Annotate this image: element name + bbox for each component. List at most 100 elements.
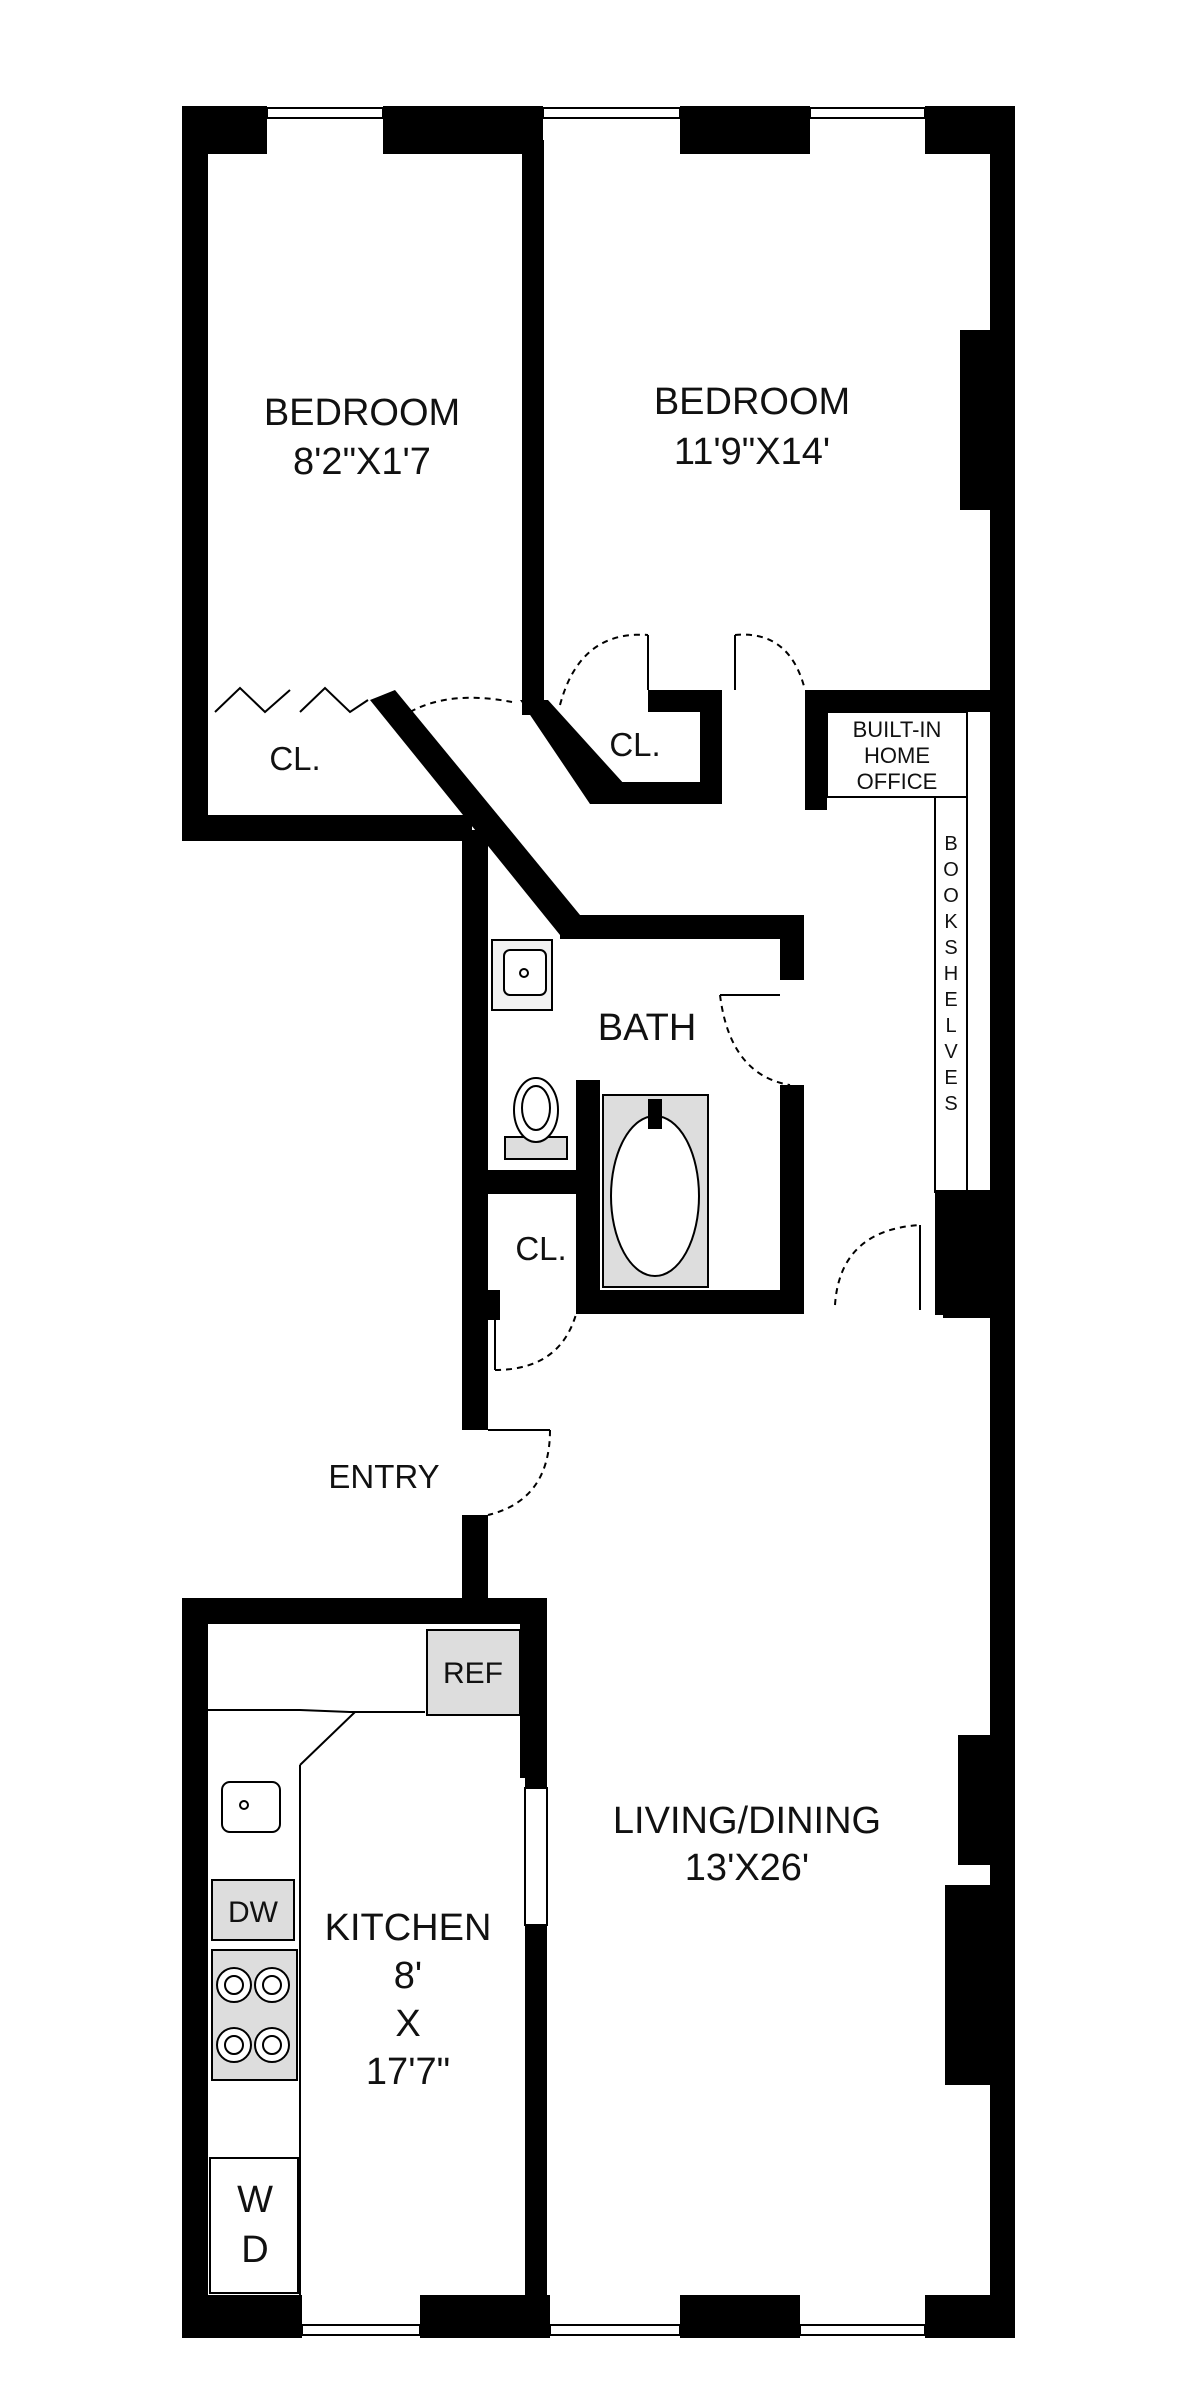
wall-entry-stub	[462, 1515, 488, 1605]
wall-bottom-1	[182, 2295, 302, 2338]
range-burners	[216, 1967, 290, 2063]
wall-bath-left	[462, 830, 488, 1190]
refrigerator-label: REF	[443, 1657, 503, 1690]
room-labels: BEDROOM 8'2"X1'7 BEDROOM 11'9"X14' CL. C…	[228, 381, 959, 2271]
dryer-label: D	[241, 2229, 268, 2271]
bookshelves-letter: L	[945, 1015, 956, 1037]
door-bedroom-right-swing	[559, 633, 649, 706]
bookshelves-letter: O	[943, 859, 959, 881]
wall-bath-inner	[576, 1080, 600, 1310]
kitchen-dim-x: X	[395, 2003, 420, 2045]
closet-bedroom-right-label: CL.	[609, 726, 660, 763]
door-closet-right-swing	[734, 633, 806, 691]
wall-diagonal-upper	[520, 700, 625, 804]
wall-bedroom-bottom	[182, 815, 472, 841]
wall-bath-right-upper	[780, 915, 804, 980]
bookshelves-letter: H	[944, 963, 958, 985]
wall-kitchen-top	[182, 1598, 547, 1624]
burner-2-inner	[262, 1975, 282, 1995]
doors	[214, 633, 921, 1516]
bathtub-faucet	[648, 1099, 662, 1129]
entry-label: ENTRY	[328, 1458, 439, 1495]
wall-diagonal-lower	[370, 690, 580, 935]
bookshelves-letter: K	[944, 911, 958, 933]
door-entry-swing	[487, 1429, 551, 1516]
wall-office-top	[805, 690, 1015, 712]
window-top-3	[809, 107, 926, 119]
bathtub-basin	[610, 1115, 700, 1277]
bedroom-left-dims: 8'2"X1'7	[293, 441, 431, 483]
office-label-line3: OFFICE	[857, 769, 938, 794]
toilet-seat	[521, 1085, 551, 1131]
wall-bedroom-right-bottom-2	[648, 690, 703, 712]
door-bedroom-left-swing	[409, 696, 513, 713]
windows	[266, 107, 926, 2336]
interior-walls	[370, 140, 1015, 1778]
dishwasher	[211, 1879, 295, 1941]
window-top-1	[266, 107, 384, 119]
wall-closet-right-bottom	[610, 782, 722, 804]
window-kitchen-partition	[524, 1787, 548, 1926]
bookshelves-letter: V	[944, 1041, 958, 1063]
window-top-2	[542, 107, 681, 119]
bookshelves-letter: E	[944, 1067, 957, 1089]
kitchen-name: KITCHEN	[325, 1907, 492, 1949]
window-bottom-1	[301, 2324, 421, 2336]
wall-right-pier-4	[945, 1885, 1015, 2085]
kitchen-dim-width: 8'	[394, 1955, 422, 1997]
office-label-line2: HOME	[864, 743, 930, 768]
wall-shelves-lower	[935, 1190, 995, 1315]
bath-label: BATH	[598, 1007, 697, 1049]
bookshelves-label: B O O K S H E L V E S	[943, 833, 959, 1115]
kitchen-sink-drain	[239, 1800, 249, 1810]
bedroom-right-name: BEDROOM	[654, 381, 850, 423]
dishwasher-label: DW	[228, 1896, 279, 1929]
door-bath-swing	[719, 994, 791, 1086]
bookshelves-letter: O	[943, 885, 959, 907]
wall-between-bedrooms	[522, 140, 544, 715]
closet-hall-label: CL.	[515, 1230, 566, 1267]
bath-sink-drain	[519, 968, 529, 978]
wall-right-pier-3	[958, 1735, 1015, 1865]
wall-office-left	[805, 690, 827, 810]
wall-top-3	[680, 106, 810, 154]
bedroom-left-name: BEDROOM	[264, 392, 460, 434]
office-desk	[826, 711, 968, 798]
wall-closet-hall-top	[462, 1170, 582, 1194]
bookshelves-letter: S	[944, 937, 957, 959]
wall-bath-top	[560, 915, 800, 939]
bifold-door-right	[299, 686, 369, 714]
burner-4-inner	[262, 2035, 282, 2055]
bookshelves-letter: S	[944, 1093, 957, 1115]
refrigerator	[426, 1629, 521, 1716]
washer-dryer	[209, 2157, 299, 2294]
wall-right-pier-1	[960, 330, 1015, 510]
kitchen-fixtures	[208, 1629, 521, 2295]
bookshelves-unit	[934, 796, 968, 1193]
bath-fixtures	[491, 939, 709, 1288]
window-bottom-3	[799, 2324, 926, 2336]
bedroom-right-dims: 11'9"X14'	[674, 431, 830, 473]
kitchen-dim-length: 17'7"	[366, 2051, 450, 2093]
exterior-walls	[182, 106, 1015, 2338]
bookshelves-letter: E	[944, 989, 957, 1011]
wall-bath-right-lower	[780, 1085, 804, 1310]
door-living-swing	[834, 1224, 921, 1306]
door-bedroom-left-leaf	[409, 711, 466, 791]
wall-bottom-4	[925, 2295, 1015, 2338]
bifold-door-left	[214, 686, 291, 714]
wall-bath-bottom	[576, 1290, 804, 1314]
kitchen-sink-basin	[221, 1781, 281, 1833]
washer-label: W	[237, 2179, 273, 2221]
living-dining-name: LIVING/DINING	[613, 1800, 881, 1842]
door-closet-hall-swing	[494, 1294, 581, 1371]
office-label-line1: BUILT-IN	[853, 717, 942, 742]
wall-bottom-3	[680, 2295, 800, 2338]
burner-3-inner	[224, 2035, 244, 2055]
wall-ref-side	[520, 1598, 542, 1778]
closet-bedroom-left-label: CL.	[269, 740, 320, 777]
range	[211, 1949, 298, 2081]
living-dining-dims: 13'X26'	[685, 1847, 809, 1889]
wall-kitchen-partition-lower	[525, 1925, 547, 2325]
